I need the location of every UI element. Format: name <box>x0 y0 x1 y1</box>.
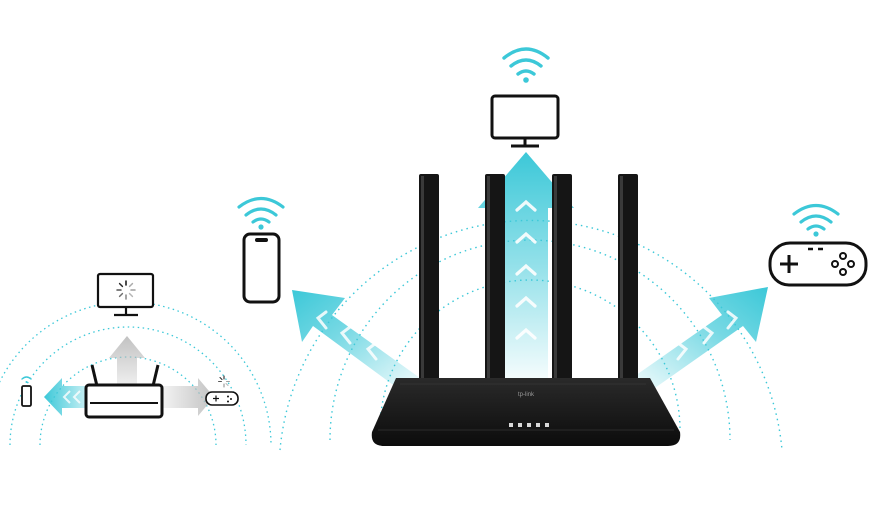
monitor-loading-icon <box>96 272 155 317</box>
monitor-wifi-signal-icon <box>502 47 550 83</box>
left-beam-arrow <box>292 290 420 390</box>
monitor-icon <box>490 94 560 148</box>
small-phone-icon <box>21 385 32 407</box>
small-up-arrow <box>109 336 145 392</box>
right-beam-arrow <box>632 287 768 390</box>
large-router-icon: tp-link <box>371 378 681 446</box>
small-router-scene <box>0 272 272 446</box>
small-left-arrow-chevrons <box>62 390 81 404</box>
small-right-arrow <box>160 378 214 416</box>
small-gamepad-icon <box>205 391 239 406</box>
small-left-arrow <box>44 378 92 416</box>
large-phone-icon <box>242 232 281 304</box>
phone-wifi-signal-icon <box>237 196 285 230</box>
center-beam-arrow <box>478 152 574 380</box>
antenna-highlights <box>421 176 623 381</box>
large-router-scene: tp-link <box>237 47 868 451</box>
router-front-leds <box>509 423 549 427</box>
small-gamepad-spinner-icon <box>218 375 230 388</box>
loading-spinner-icon <box>116 280 136 300</box>
small-wifi-signal-icon <box>21 376 32 383</box>
small-router-icon <box>84 364 164 419</box>
large-gamepad-icon <box>768 241 868 287</box>
router-logo: tp-link <box>518 392 535 398</box>
gamepad-wifi-signal-icon <box>792 203 840 237</box>
